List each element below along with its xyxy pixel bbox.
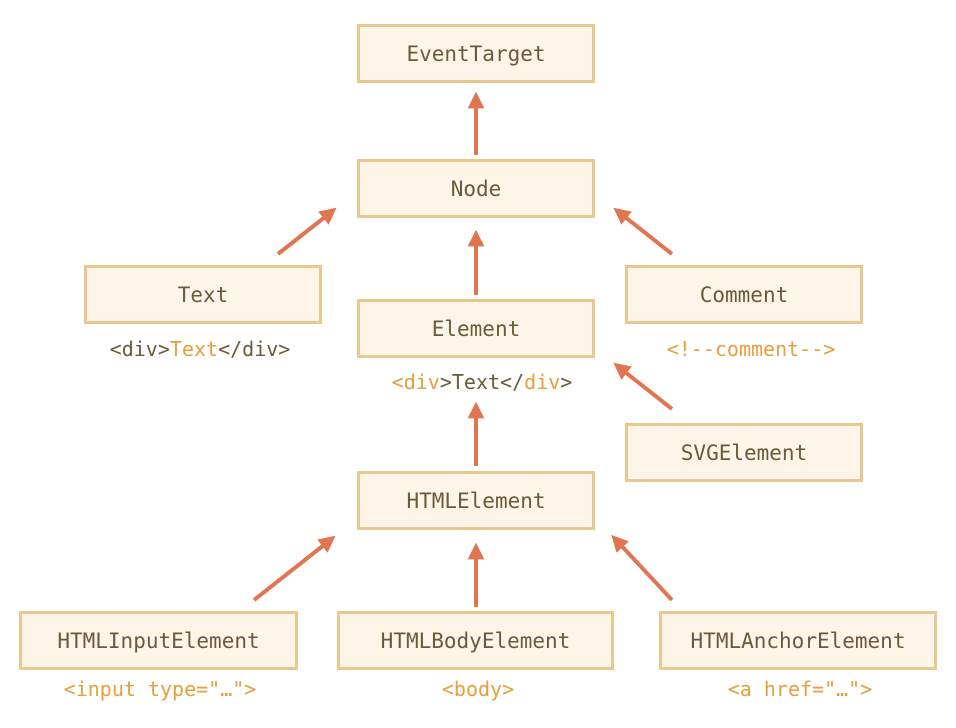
node-htmlanchorelement: HTMLAnchorElement	[659, 611, 937, 670]
example-text-after: </div>	[218, 337, 291, 361]
example-element-tag: div	[403, 370, 440, 394]
arrow-comment-to-node	[613, 207, 674, 256]
node-element: Element	[357, 299, 595, 358]
node-htmlinputelement: HTMLInputElement	[19, 611, 298, 670]
example-element-open: <	[391, 370, 404, 394]
node-comment: Comment	[625, 265, 863, 324]
example-text-before: <div>	[109, 337, 170, 361]
example-body: <body>	[441, 677, 515, 701]
arrow-svgelement-to-element	[613, 362, 674, 411]
example-element-close: >	[560, 370, 573, 394]
example-input: <input type="…">	[63, 677, 257, 701]
node-svgelement: SVGElement	[625, 423, 863, 482]
example-element-middle: >Text</	[439, 370, 525, 394]
node-text: Text	[84, 265, 322, 324]
node-htmlbodyelement: HTMLBodyElement	[337, 611, 614, 670]
example-text-highlight: Text	[169, 337, 219, 361]
arrow-text-to-node	[276, 207, 337, 256]
arrow-htmlinput-to-htmlelement	[252, 535, 336, 602]
arrow-htmlanchor-to-htmlelement	[611, 534, 674, 602]
node-eventtarget: EventTarget	[357, 24, 595, 83]
example-comment: <!--comment-->	[666, 337, 836, 361]
example-text: <div>Text</div>	[110, 337, 291, 361]
node-node: Node	[357, 159, 595, 218]
example-anchor: <a href="…">	[727, 677, 873, 701]
node-htmlelement: HTMLElement	[357, 471, 595, 530]
example-element-tag2: div	[524, 370, 561, 394]
example-element: <div>Text</div>	[392, 370, 573, 394]
